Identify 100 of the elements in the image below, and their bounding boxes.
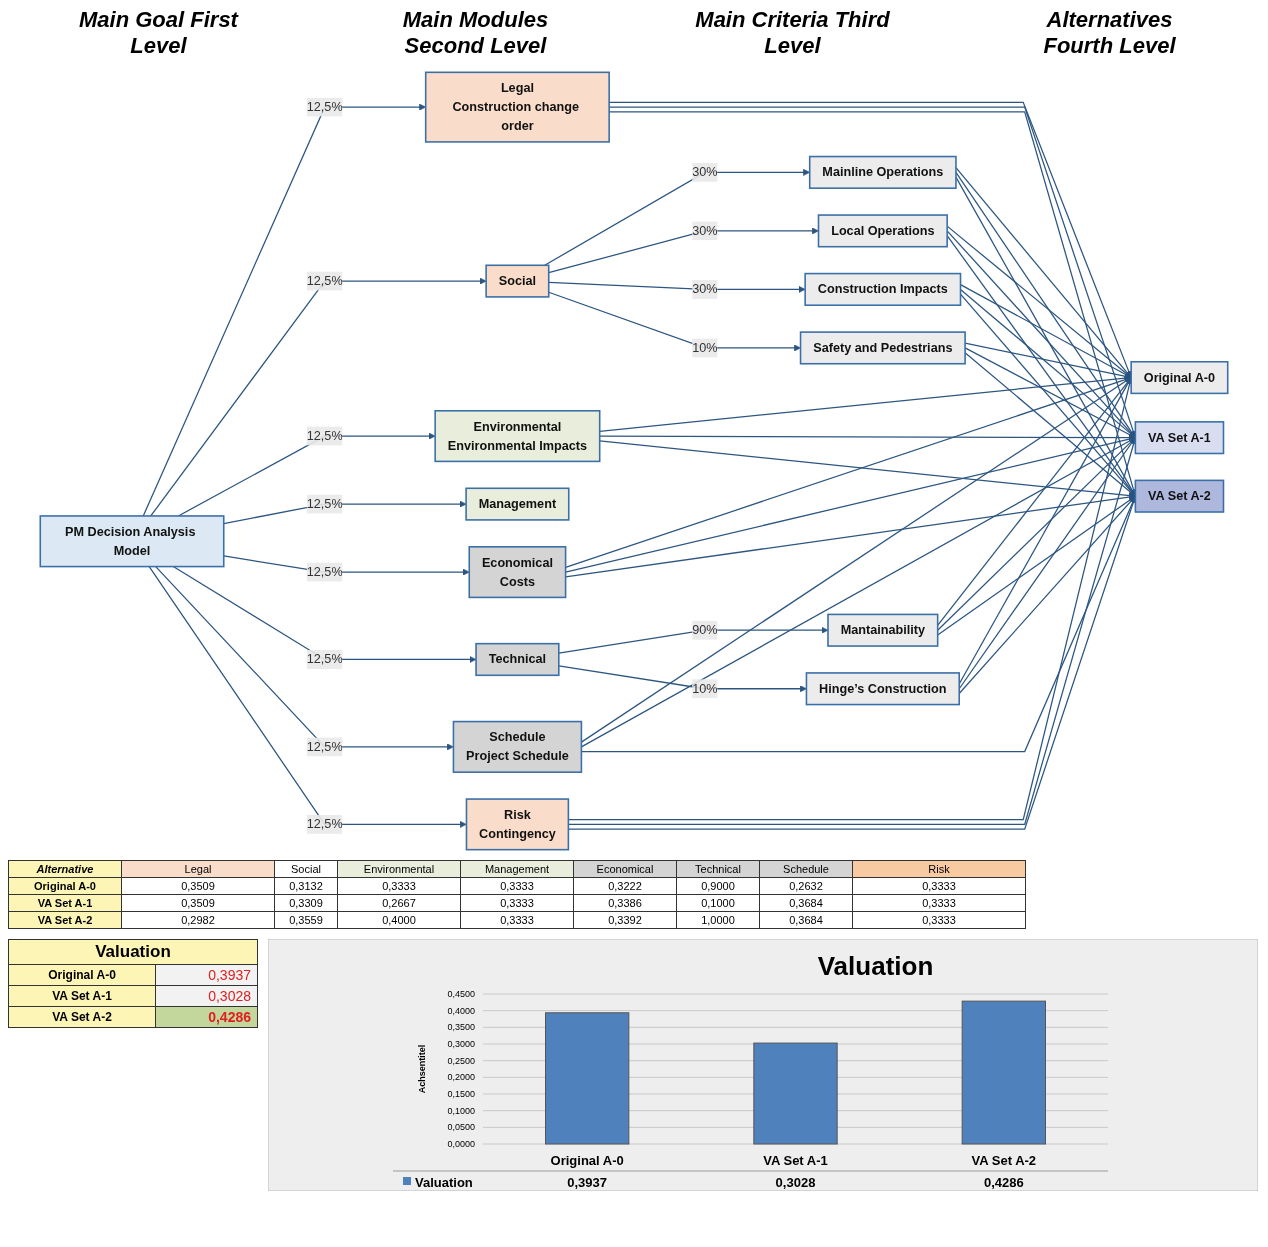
edge-label: 90% [692, 623, 718, 637]
level-heading: Main Criteria Third Level [694, 6, 891, 60]
node-box: PM Decision Analysis Model [39, 515, 225, 568]
node-box: Risk Contingency [465, 798, 570, 851]
table-cell: 1,0000 [676, 911, 760, 929]
table-cell: 0,2632 [759, 877, 853, 895]
axis-tick-label: 0,2500 [447, 1055, 475, 1066]
table-header: Social [274, 860, 338, 878]
legend-label: Valuation [415, 1175, 473, 1190]
arrow [955, 171, 1136, 438]
arrow [548, 227, 819, 274]
table-header: Risk [852, 860, 1026, 878]
axis-tick-label: 0,1000 [447, 1105, 475, 1116]
chart-title: Valuation [817, 951, 934, 981]
table-header: Technical [676, 860, 760, 878]
edge-label: 10% [692, 340, 718, 355]
node-box: VA Set A-2 [1134, 479, 1225, 513]
table-cell: 0,3509 [121, 877, 275, 895]
table-cell: 0,3132 [274, 877, 338, 895]
edge-label: 12,5% [306, 273, 343, 288]
table-cell: 0,3559 [274, 911, 338, 929]
level-heading: Main Goal First Level [78, 6, 240, 60]
table-cell: 0,3684 [759, 911, 853, 929]
table-header: Schedule [759, 860, 853, 878]
axis-tick-label: 0,0000 [447, 1139, 475, 1149]
arrow [142, 103, 426, 517]
edge-label: 12,5% [306, 739, 343, 754]
node-box: Safety and Pedestrians [799, 331, 966, 365]
edge-label: 12,5% [306, 564, 343, 579]
axis-tick-label: 0,3000 [447, 1039, 475, 1049]
arrow [172, 565, 477, 663]
table-cell: 0,3333 [852, 877, 1026, 895]
node-box: Environmental Environmental Impacts [434, 410, 601, 463]
arrow [148, 565, 467, 828]
node-box: VA Set A-1 [1134, 421, 1225, 455]
node-box: Technical [475, 642, 560, 677]
arrow [155, 565, 454, 751]
category-label: VA Set A-1 [763, 1153, 828, 1168]
category-label: Original A-0 [550, 1153, 624, 1168]
table-cell: 0,1000 [676, 894, 760, 912]
node-box: Schedule Project Schedule [452, 720, 583, 773]
node-box: Mantainability [827, 613, 939, 647]
table-cell: 0,3309 [274, 894, 338, 912]
arrow [548, 291, 801, 352]
table-cell: 0,2982 [121, 911, 275, 929]
table-cell: 0,9000 [676, 877, 760, 895]
level-heading: Alternatives Fourth Level [1042, 6, 1177, 60]
table-header: Economical [573, 860, 677, 878]
edge-label: 10% [692, 681, 718, 696]
data-label: 0,3028 [775, 1175, 816, 1190]
table-cell: 0,3392 [573, 911, 677, 929]
table-cell: 0,2667 [337, 894, 461, 912]
axis-tick-label: 0,4500 [447, 989, 475, 999]
edge-label: 30% [692, 223, 718, 238]
table-cell: VA Set A-2 [8, 1006, 156, 1028]
node-box: Mainline Operations [808, 155, 957, 189]
table-header: Environmental [337, 860, 461, 878]
table-cell: VA Set A-1 [8, 985, 156, 1007]
arrow [548, 281, 806, 293]
data-label: 0,4286 [983, 1175, 1024, 1190]
node-box: Local Operations [817, 214, 948, 248]
axis-tick-label: 0,0500 [447, 1122, 475, 1133]
node-box: Original A-0 [1130, 360, 1229, 395]
table-cell: Original A-0 [8, 964, 156, 986]
axis-title: Achsentitel [417, 1044, 427, 1094]
arrow [558, 665, 807, 693]
table-header: Alternative [8, 860, 122, 878]
table-cell: 0,4000 [337, 911, 461, 929]
table-cell: 0,3386 [573, 894, 677, 912]
node-box: Construction Impacts [804, 272, 962, 306]
edge-label: 12,5% [306, 496, 343, 511]
edge-label: 30% [692, 282, 718, 296]
edge-label: 12,5% [306, 817, 343, 831]
arrow [955, 176, 1136, 497]
table-header: Valuation [8, 939, 258, 965]
table-header: Management [460, 860, 574, 878]
arrow [150, 277, 487, 517]
table-cell: 0,3509 [121, 894, 275, 912]
axis-tick-label: 0,3500 [447, 1022, 475, 1033]
axis-tick-label: 0,2000 [447, 1072, 475, 1083]
edge-label: 12,5% [306, 100, 343, 114]
table-cell: 0,3333 [337, 877, 461, 895]
table-cell: 0,3333 [460, 877, 574, 895]
edge-label: 12,5% [306, 652, 343, 666]
node-box: Legal Construction change order [424, 71, 610, 143]
table-cell: 0,3333 [852, 911, 1026, 929]
table-cell: 0,3684 [759, 894, 853, 912]
node-box: Social [485, 264, 550, 298]
table-cell: 0,3333 [460, 911, 574, 929]
category-label: VA Set A-2 [971, 1153, 1037, 1168]
node-box: Management [465, 487, 570, 521]
axis-tick-label: 0,4000 [447, 1005, 475, 1016]
table-cell: 0,3333 [460, 894, 574, 912]
table-header: Legal [121, 860, 275, 878]
edge-label: 30% [692, 165, 718, 179]
edge-label: 12,5% [306, 428, 343, 443]
data-label: 0,3937 [567, 1175, 608, 1190]
node-box: Hinge’s Construction [805, 672, 960, 706]
axis-tick-label: 0,1500 [447, 1089, 475, 1099]
table-cell: 0,3333 [852, 894, 1026, 912]
